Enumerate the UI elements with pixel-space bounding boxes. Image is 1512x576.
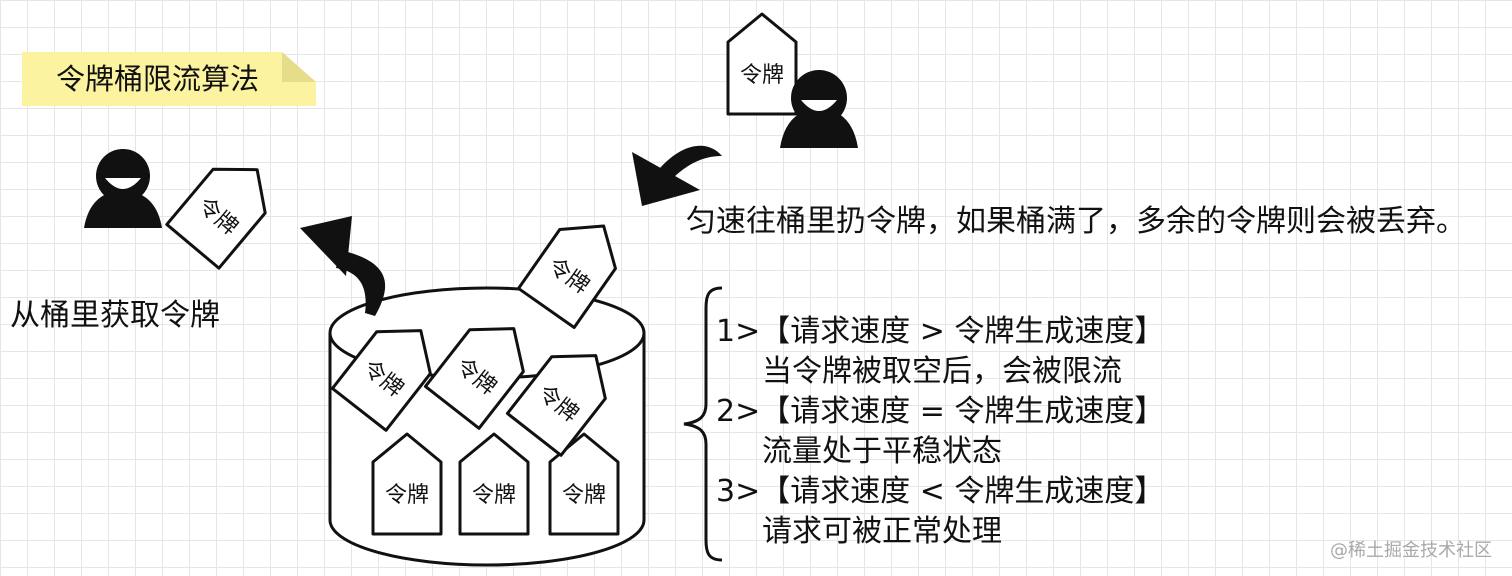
rules-list: 1>【请求速度 > 令牌生成速度】 当令牌被取空后，会被限流 2>【请求速度 =… [716, 312, 1164, 552]
diagram-title: 令牌桶限流算法 [56, 62, 260, 96]
watermark: @稀土掘金技术社区 [1330, 540, 1492, 561]
take-token-label: 从桶里获取令牌 [10, 298, 220, 333]
incoming-token [726, 12, 798, 116]
put-arrow [632, 145, 722, 206]
rule-detail: 流量处于平稳状态 [762, 434, 1002, 469]
rules-brace [683, 286, 723, 562]
take-arrow [300, 216, 386, 316]
put-token-label: 匀速往桶里扔令牌，如果桶满了，多余的令牌则会被丢弃。 [686, 204, 1466, 239]
taken-token [165, 146, 285, 270]
consumer-person-icon [84, 149, 162, 228]
title-note [22, 52, 316, 106]
rule-detail: 请求可被正常处理 [762, 514, 1002, 549]
rule-heading: 1>【请求速度 > 令牌生成速度】 [716, 314, 1165, 349]
rule-heading: 2>【请求速度 = 令牌生成速度】 [716, 394, 1165, 429]
rule-detail: 当令牌被取空后，会被限流 [762, 354, 1122, 389]
producer-person-icon [780, 70, 858, 148]
rule-heading: 3>【请求速度 < 令牌生成速度】 [716, 474, 1165, 509]
